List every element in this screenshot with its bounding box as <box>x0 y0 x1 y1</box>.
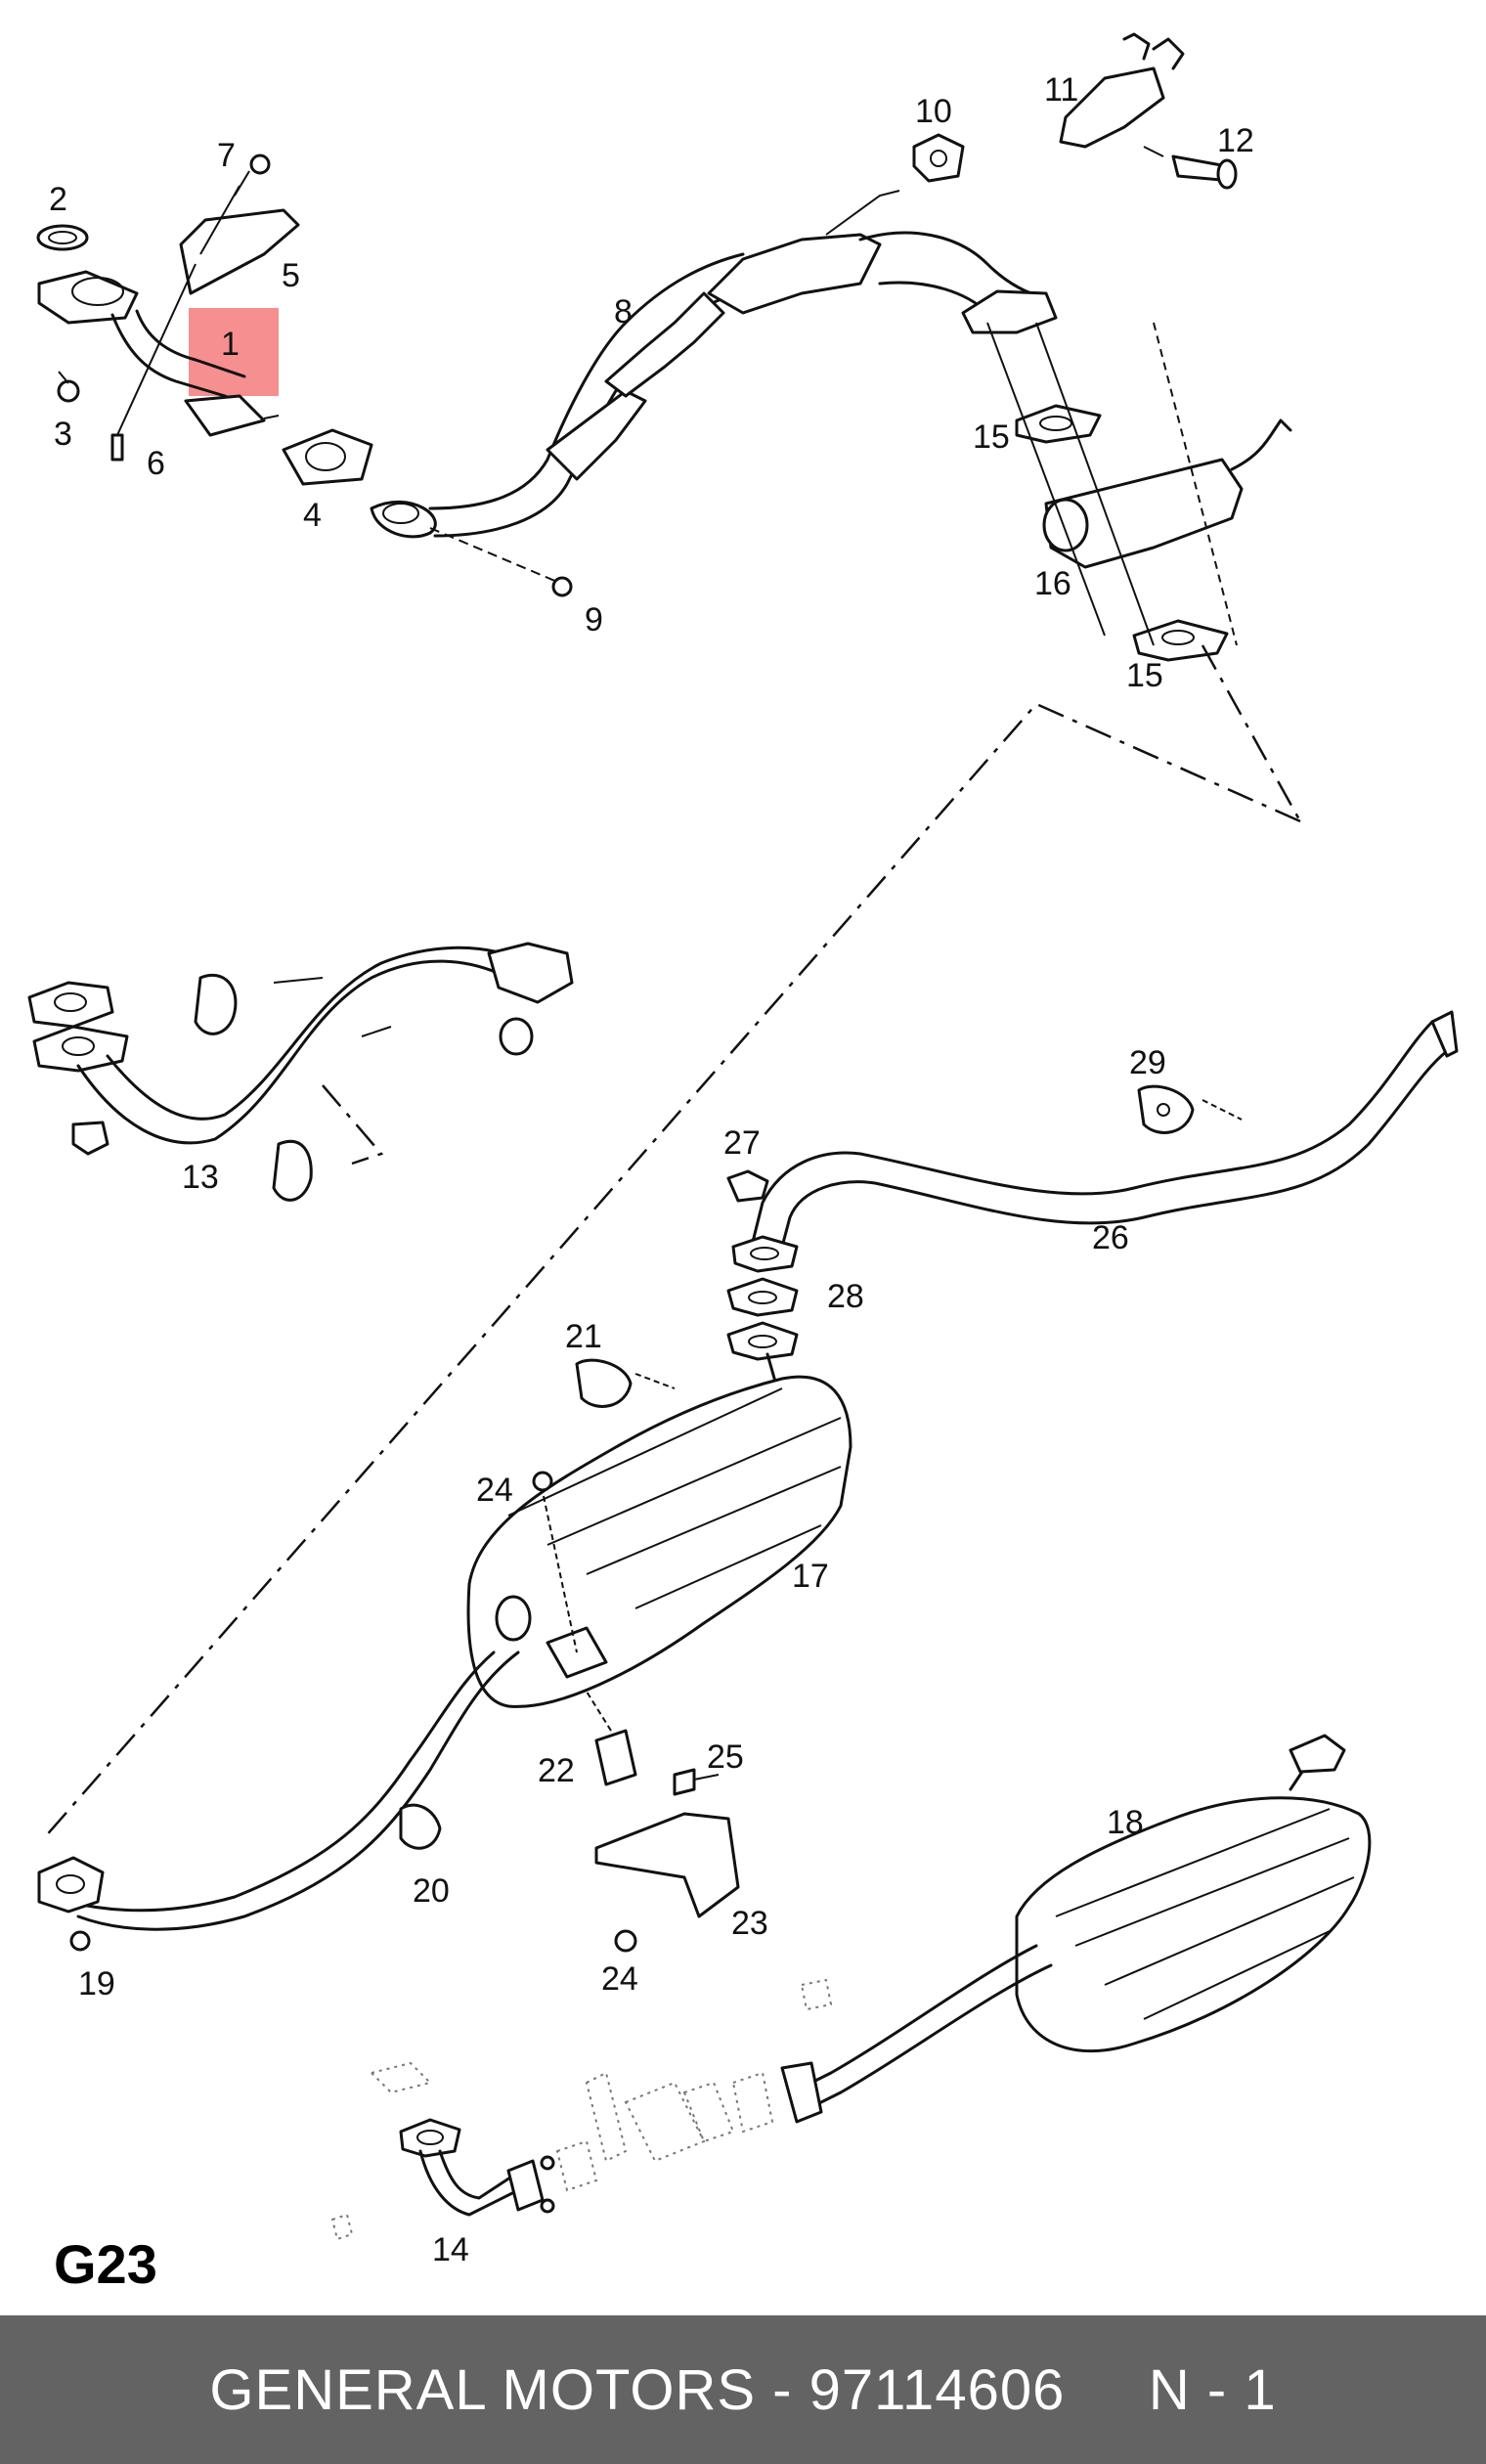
part-label-7[interactable]: 7 <box>217 137 236 174</box>
part-label-16[interactable]: 16 <box>1034 565 1071 602</box>
section-code: G23 <box>54 2233 157 2295</box>
upper-right-parts <box>912 32 1238 190</box>
part-label-12[interactable]: 12 <box>1217 122 1254 159</box>
part-label-21[interactable]: 21 <box>565 1318 602 1355</box>
alt-rear-pipe <box>330 1978 833 2241</box>
tail-pipe-assembly <box>726 1010 1459 1390</box>
part-label-2[interactable]: 2 <box>49 181 67 218</box>
part-label-24-upper[interactable]: 24 <box>476 1472 513 1509</box>
rear-muffler <box>780 1734 1372 2124</box>
part-label-19[interactable]: 19 <box>78 1965 115 2002</box>
part-label-3[interactable]: 3 <box>54 416 72 453</box>
part-label-20[interactable]: 20 <box>413 1872 450 1910</box>
part-label-24-lower[interactable]: 24 <box>601 1960 638 1998</box>
leader-line <box>43 702 1301 1839</box>
center-muffler <box>37 1358 852 1953</box>
part-label-13[interactable]: 13 <box>182 1159 219 1196</box>
part-label-10[interactable]: 10 <box>915 93 952 130</box>
footer-part-info: GENERAL MOTORS - 97114606 N - 1 <box>209 2357 1277 2422</box>
part-label-15-upper[interactable]: 15 <box>973 418 1010 456</box>
exhaust-parts-diagram: 1 2 3 4 5 6 7 8 9 10 11 12 13 14 15 15 1… <box>27 32 1459 2295</box>
part-label-14[interactable]: 14 <box>432 2231 469 2268</box>
front-pipe-assembly <box>36 154 373 486</box>
part-1-highlight[interactable] <box>189 308 279 396</box>
part-label-18[interactable]: 18 <box>1107 1804 1144 1841</box>
part-label-27[interactable]: 27 <box>723 1124 761 1162</box>
sensor-group <box>986 322 1292 662</box>
leader-line-2 <box>1201 644 1302 822</box>
part-label-1[interactable]: 1 <box>221 326 240 363</box>
part-label-17[interactable]: 17 <box>792 1558 829 1595</box>
part-label-8[interactable]: 8 <box>614 293 633 330</box>
part-label-23[interactable]: 23 <box>731 1905 768 1942</box>
part-label-26[interactable]: 26 <box>1092 1219 1129 1256</box>
part-label-5[interactable]: 5 <box>282 257 300 294</box>
alt-front-pipe <box>27 942 574 1202</box>
part-label-4[interactable]: 4 <box>303 497 322 534</box>
part-label-29[interactable]: 29 <box>1129 1044 1166 1081</box>
footer-bar: GENERAL MOTORS - 97114606 N - 1 <box>0 2315 1486 2464</box>
part-label-15-lower[interactable]: 15 <box>1126 657 1163 694</box>
part-label-9[interactable]: 9 <box>585 601 603 638</box>
part-label-6[interactable]: 6 <box>147 445 165 482</box>
part-label-25[interactable]: 25 <box>707 1738 744 1776</box>
intermediate-pipe <box>370 190 1058 597</box>
part-label-28[interactable]: 28 <box>827 1278 864 1315</box>
part-label-11[interactable]: 11 <box>1044 71 1078 109</box>
part-label-22[interactable]: 22 <box>538 1752 575 1789</box>
